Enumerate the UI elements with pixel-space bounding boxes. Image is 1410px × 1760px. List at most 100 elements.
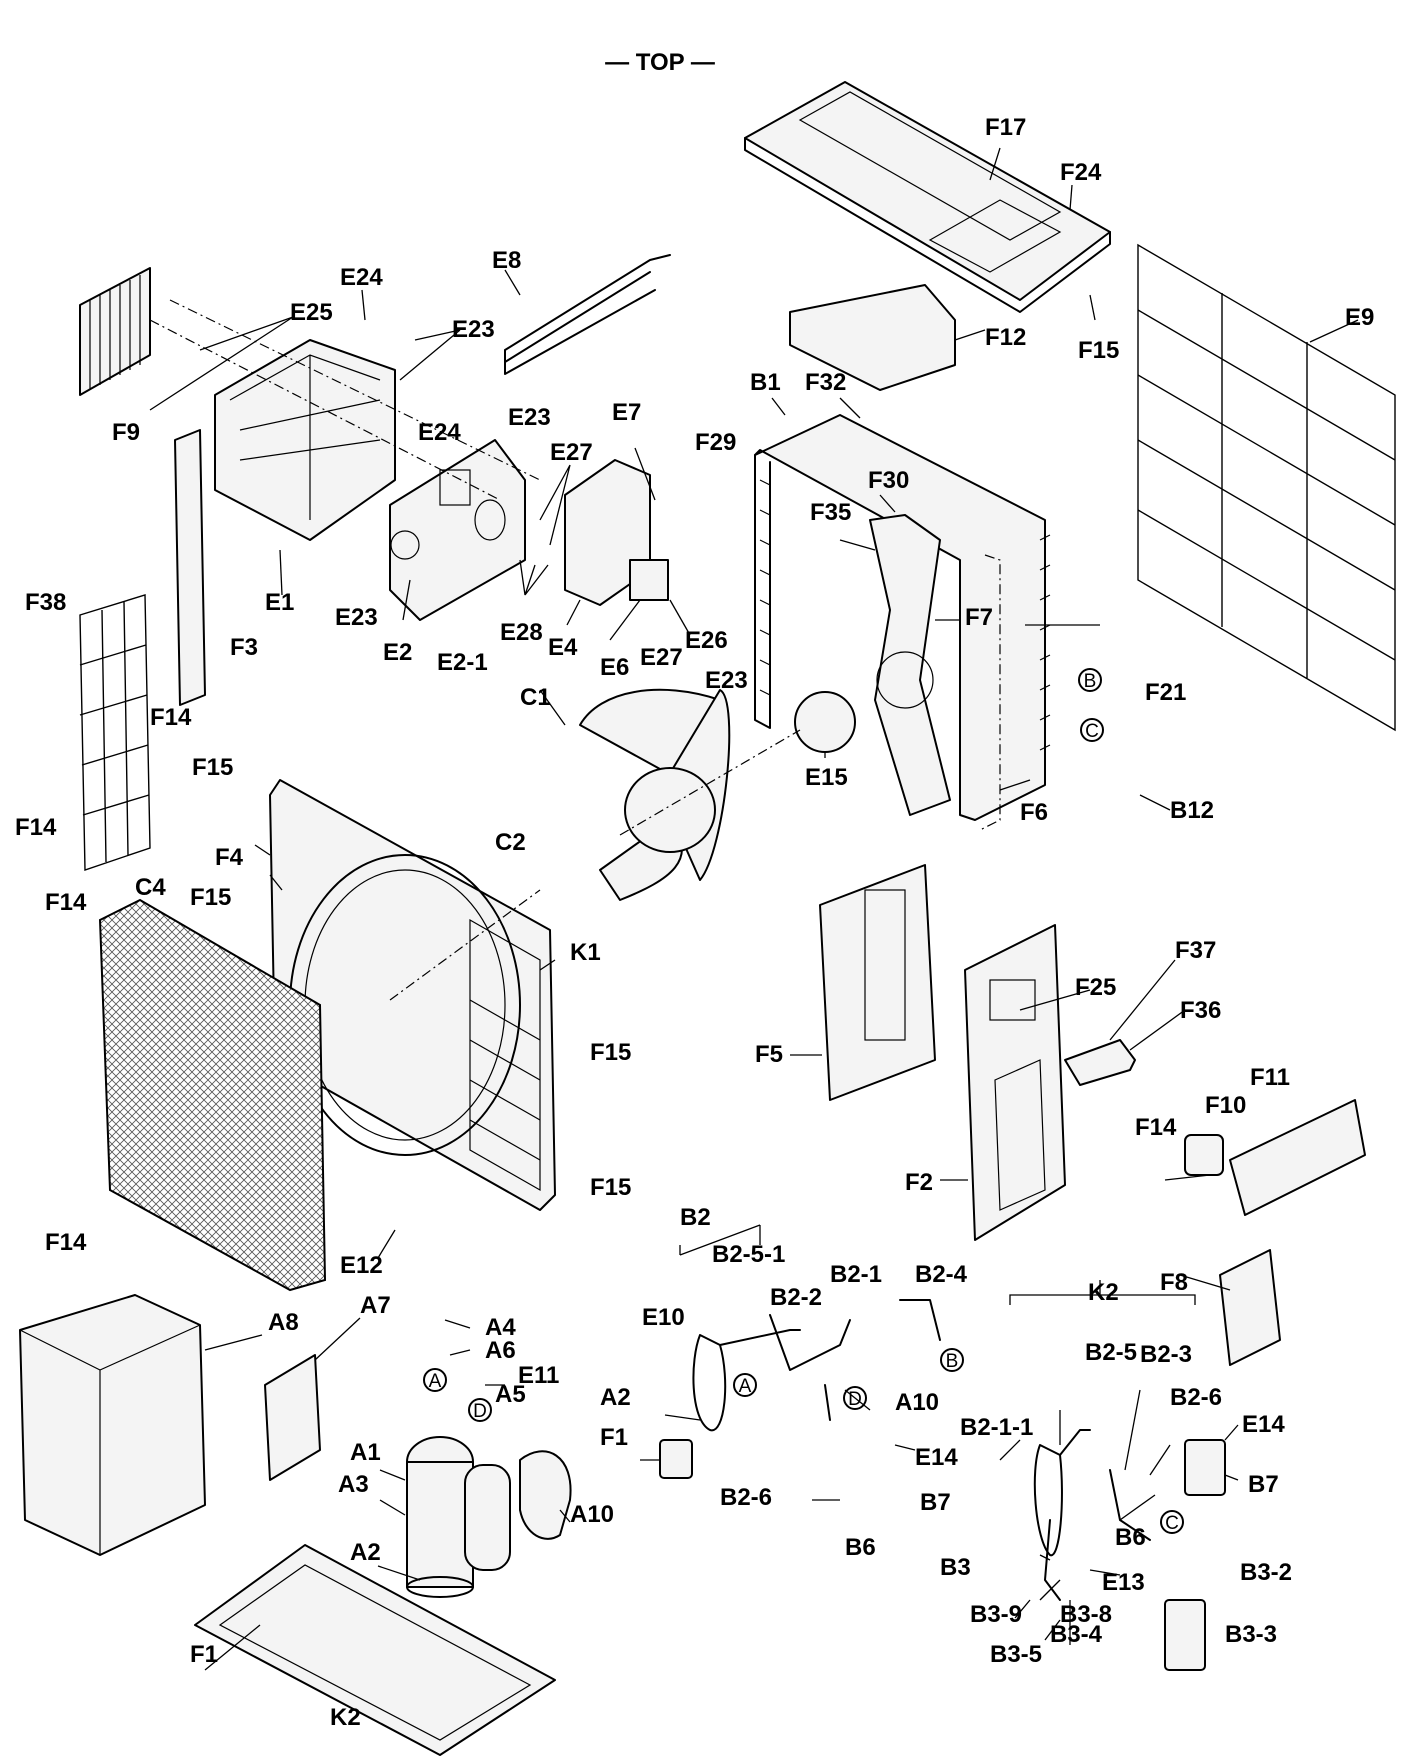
part-f8-handle [1219, 1249, 1281, 1366]
label-a4: A4 [485, 1314, 516, 1341]
center-line-fan [389, 729, 801, 1001]
label-a8: A8 [268, 1309, 299, 1336]
circle-marker-d1: D [843, 1386, 867, 1410]
part-control-box [79, 267, 396, 541]
label-e13: B2-5 [1085, 1339, 1137, 1366]
label-e23-d: E23 [705, 667, 748, 694]
label-b2-5-1: B2-5-1 [712, 1241, 785, 1268]
label-a1: A1 [350, 1439, 381, 1466]
label-b3-4: B6 [1115, 1524, 1146, 1551]
label-b6: B6 [845, 1534, 876, 1561]
circle-marker-b1: B [940, 1348, 964, 1372]
label-b3-1-2: B3 [940, 1554, 971, 1581]
part-compressor [406, 1436, 511, 1598]
label-f24: F24 [1060, 159, 1102, 186]
label-b3-1: B3-9 [970, 1601, 1022, 1628]
label-b3-9: E14 [1242, 1411, 1285, 1438]
label-f5: F5 [755, 1041, 783, 1068]
label-b2-2: B2-2 [770, 1284, 822, 1311]
part-top-panel [744, 81, 1111, 313]
part-labels: F17 F24 E9 F15 F12 E8 E24 E25 E23 B1 F32… [15, 114, 1374, 1731]
label-f30: F30 [868, 467, 909, 494]
label-b3-8: B2-1-1 [960, 1414, 1033, 1441]
label-e24: E24 [340, 264, 383, 291]
label-a3: A3 [338, 1471, 369, 1498]
label-b2-5: A2 [600, 1384, 631, 1411]
label-k2: K2 [330, 1704, 361, 1731]
label-f15-d: F15 [590, 1039, 631, 1066]
label-f14-b: F14 [15, 814, 57, 841]
label-f15-b: F15 [192, 754, 233, 781]
label-f38: F38 [25, 589, 66, 616]
part-condenser-coil [754, 414, 1051, 821]
label-e2-1: E2-1 [437, 649, 488, 676]
label-c2: C2 [495, 829, 526, 856]
label-f6: F6 [1020, 799, 1048, 826]
part-motor-support [869, 514, 951, 816]
label-f7: F7 [965, 604, 993, 631]
label-b2-1-1: B2-6 [720, 1484, 772, 1511]
part-front-grille [98, 898, 327, 1292]
label-k1: K1 [570, 939, 601, 966]
label-e4: E4 [548, 634, 578, 661]
label-b3-2: B2-3 [1140, 1341, 1192, 1368]
label-b2-6: F1 [600, 1424, 628, 1451]
circle-marker-c2: C [1160, 1510, 1184, 1534]
label-f14-e: F14 [45, 1229, 87, 1256]
label-f32: F32 [805, 369, 846, 396]
circle-marker-d2: D [468, 1398, 492, 1422]
label-b10: E13 [1102, 1569, 1145, 1596]
label-b7: B7 [920, 1489, 951, 1516]
label-c1: C1 [520, 684, 551, 711]
part-right-side-panel [964, 924, 1066, 1241]
svg-text:D: D [848, 1389, 862, 1410]
label-f25: F25 [1075, 974, 1116, 1001]
center-line-coil [979, 554, 1001, 831]
label-f8: F8 [1160, 1269, 1188, 1296]
label-b3-7: B3-5 [990, 1641, 1042, 1668]
label-e9: E9 [1345, 304, 1374, 331]
svg-text:A: A [739, 1376, 752, 1397]
part-pcb [389, 439, 526, 621]
label-e28: E28 [500, 619, 543, 646]
label-b1: B1 [750, 369, 781, 396]
label-b9: B3-8 [1060, 1601, 1112, 1628]
label-b3-5: B7 [1248, 1471, 1279, 1498]
label-e12: E12 [340, 1252, 383, 1279]
label-f15-c: F15 [190, 884, 231, 911]
part-propeller-fan [579, 688, 731, 901]
label-a6: A6 [485, 1337, 516, 1364]
label-e6: E6 [600, 654, 629, 681]
part-valve-bracket [1064, 1039, 1136, 1086]
part-e6-terminal [629, 559, 669, 601]
label-f14: F14 [150, 704, 192, 731]
label-e25: E25 [290, 299, 333, 326]
label-a2: A2 [350, 1539, 381, 1566]
svg-text:C: C [1165, 1513, 1179, 1534]
label-e14: E14 [915, 1444, 958, 1471]
part-partition-cover [789, 284, 956, 391]
part-side-grille [79, 594, 151, 871]
label-e27-b: E27 [640, 644, 683, 671]
label-a5: A5 [495, 1381, 526, 1408]
leader-lines [149, 147, 1359, 1671]
label-f15-e: F15 [590, 1174, 631, 1201]
label-f10: F10 [1205, 1092, 1246, 1119]
circle-marker-a1: A [733, 1373, 757, 1397]
diagram-title: — TOP — [605, 49, 715, 76]
label-e1: E1 [265, 589, 294, 616]
part-e8-wire [504, 254, 671, 375]
part-partition-panel [819, 864, 936, 1101]
label-f4: F4 [215, 844, 244, 871]
label-f14-d: F14 [1135, 1114, 1177, 1141]
circle-marker-b2: B [1078, 668, 1102, 692]
label-e10: E10 [642, 1304, 685, 1331]
label-b3-3: B2-6 [1170, 1384, 1222, 1411]
label-f3: F3 [230, 634, 258, 661]
label-f21: F21 [1145, 679, 1186, 706]
part-service-cover [1229, 1099, 1366, 1216]
label-e27: E27 [550, 439, 593, 466]
circle-marker-a2: A [423, 1368, 447, 1392]
label-f9: F9 [112, 419, 140, 446]
